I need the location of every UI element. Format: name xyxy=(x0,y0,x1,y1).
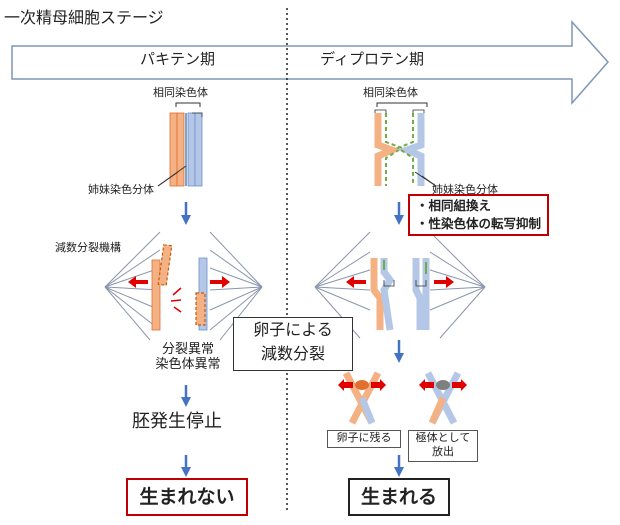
oocyte-meiosis-box: 卵子による 減数分裂 xyxy=(233,317,353,371)
polar-body-line-2: 放出 xyxy=(432,445,454,458)
diplotene-metaphase-chromosomes xyxy=(346,258,454,331)
label-sister-right: 姉妹染色分体 xyxy=(432,183,498,196)
label-abnormal: 分裂異常 染色体異常 xyxy=(148,342,228,373)
stage-label-diplotene: ディプロテン期 xyxy=(320,50,424,68)
abnormal-line-1: 分裂異常 xyxy=(161,342,214,357)
note-sex-chromosome-silencing: ・性染色体の転写抑制 xyxy=(416,216,542,231)
spindle-right xyxy=(209,231,263,341)
oocyte-retained-chromosome xyxy=(338,371,386,425)
polar-body-chromosome xyxy=(419,371,467,425)
label-sister-left: 姉妹染色分体 xyxy=(88,183,154,196)
spindle-right-stage-left xyxy=(314,231,371,339)
label-remain-in-egg: 卵子に残る xyxy=(327,430,401,448)
pachytene-homologs xyxy=(157,102,203,187)
label-homolog-left: 相同染色体 xyxy=(153,86,208,99)
stage-title: 一次精母細胞ステージ xyxy=(4,8,164,27)
spindle-left xyxy=(104,231,161,341)
label-embryo-arrest: 胚発生停止 xyxy=(132,411,222,432)
abnormal-line-2: 染色体異常 xyxy=(155,356,221,372)
note-recombination: ・相同組換え xyxy=(416,198,492,213)
spindle-right-stage-right xyxy=(429,231,486,339)
stage-timeline-arrow xyxy=(11,20,610,105)
label-homolog-right: 相同染色体 xyxy=(363,86,418,99)
outcome-born: 生まれる xyxy=(348,478,450,516)
label-polar-body: 極体として 放出 xyxy=(408,430,478,462)
diplotene-homologs xyxy=(374,102,437,187)
recombination-note: ・相同組換え ・性染色体の転写抑制 xyxy=(408,194,550,236)
label-meiotic-machinery: 減数分裂機構 xyxy=(55,241,121,254)
abnormal-chromosomes xyxy=(128,243,230,331)
outcome-not-born: 生まれない xyxy=(126,478,248,516)
stage-label-pachytene: パキテン期 xyxy=(140,50,216,68)
polar-body-line-1: 極体として xyxy=(415,431,471,444)
oocyte-meiosis-line-2: 減数分裂 xyxy=(260,344,325,363)
oocyte-meiosis-line-1: 卵子による xyxy=(253,320,333,339)
